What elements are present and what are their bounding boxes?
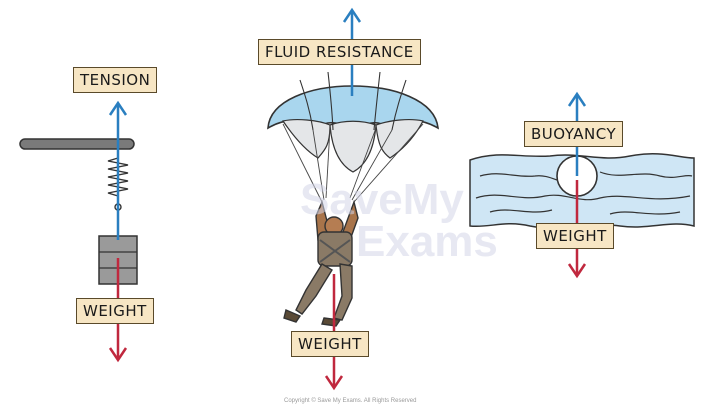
spring-coil <box>107 150 129 204</box>
buoyancy-label: BUOYANCY <box>524 121 624 147</box>
weight-label-spring: WEIGHT <box>76 298 154 324</box>
spring-system <box>19 100 138 363</box>
fluid-resistance-label: FLUID RESISTANCE <box>258 39 421 65</box>
suspension-lines <box>282 123 424 203</box>
copyright-notice: Copyright © Save My Exams. All Rights Re… <box>284 398 417 404</box>
watermark-line2: Exams <box>356 217 498 266</box>
tension-label: TENSION <box>73 67 158 93</box>
parachutist <box>283 199 359 327</box>
support-bar <box>19 138 135 150</box>
parachute-system <box>267 7 439 391</box>
watermark-line1: SaveMy <box>300 175 464 224</box>
buoyancy-system <box>469 91 695 279</box>
weight-label-water: WEIGHT <box>536 223 614 249</box>
weight-label-parachute: WEIGHT <box>291 331 369 357</box>
